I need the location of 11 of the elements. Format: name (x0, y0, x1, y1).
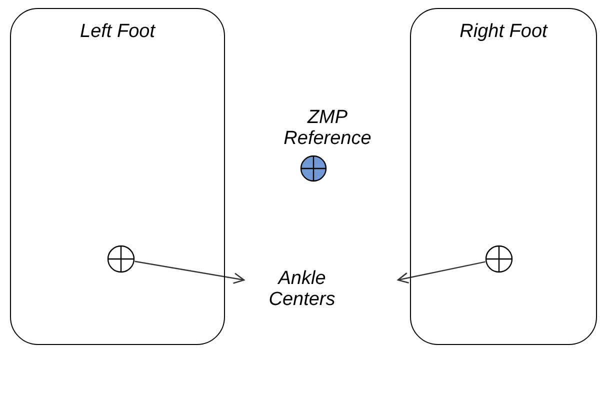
crosshair-circle-icon (485, 245, 513, 273)
text-label: Ankle Centers (244, 268, 398, 310)
crosshair-circle-icon (300, 155, 327, 182)
foot-outline (10, 8, 225, 345)
arrow (134, 260, 245, 284)
arrow (397, 261, 486, 284)
foot-outline (410, 8, 597, 345)
foot-label: Right Foot (458, 21, 549, 42)
text-label: ZMP Reference (282, 107, 372, 149)
crosshair-circle-icon (107, 245, 135, 273)
foot-label: Left Foot (79, 21, 157, 42)
